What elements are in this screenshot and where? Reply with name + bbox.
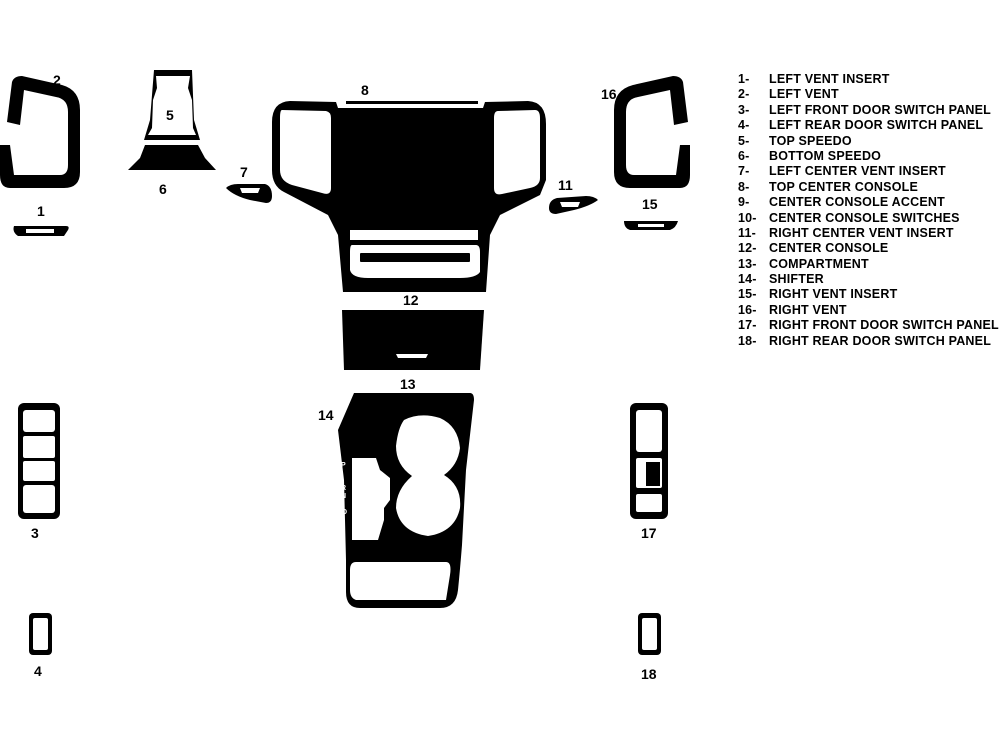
legend-num: 14-: [738, 272, 757, 287]
legend-label: BOTTOM SPEEDO: [769, 148, 882, 163]
legend-item: 5- TOP SPEEDO: [738, 134, 999, 149]
part-11-right-center-vent-insert: [549, 196, 598, 214]
legend-label: LEFT REAR DOOR SWITCH PANEL: [769, 118, 984, 133]
callout-13: 13: [400, 376, 416, 392]
legend-label: LEFT FRONT DOOR SWITCH PANEL: [769, 102, 992, 117]
legend-item: 8- TOP CENTER CONSOLE: [738, 180, 999, 195]
legend-item: 7- LEFT CENTER VENT INSERT: [738, 164, 999, 179]
legend-label: RIGHT VENT INSERT: [769, 287, 898, 302]
part-18-right-rear-door-switch-panel: [638, 613, 661, 655]
callout-6: 6: [159, 181, 167, 197]
legend-label: CENTER CONSOLE: [769, 241, 889, 256]
callout-10: 10: [393, 208, 409, 224]
part-12-center-console: [342, 310, 484, 370]
legend-num: 4-: [738, 118, 750, 133]
legend-item: 16- RIGHT VENT: [738, 303, 999, 318]
callout-17: 17: [641, 525, 657, 541]
callout-9: 9: [351, 127, 359, 143]
callout-4: 4: [34, 663, 42, 679]
callout-3: 3: [31, 525, 39, 541]
legend-num: 9-: [738, 195, 750, 210]
part-5-top-speedo: [144, 70, 200, 140]
legend-item: 12- CENTER CONSOLE: [738, 241, 999, 256]
callout-12: 12: [403, 292, 419, 308]
legend-label: CENTER CONSOLE SWITCHES: [769, 210, 960, 225]
part-7-left-center-vent-insert: [226, 184, 272, 203]
part-3-left-front-door-switch-panel: [18, 403, 60, 519]
legend-num: 5-: [738, 133, 750, 148]
legend-item: 17- RIGHT FRONT DOOR SWITCH PANEL: [738, 318, 999, 333]
shifter-letter-p: P: [341, 462, 346, 469]
legend-label: RIGHT CENTER VENT INSERT: [769, 225, 954, 240]
callout-16: 16: [601, 86, 617, 102]
legend-num: 15-: [738, 287, 757, 302]
legend-label: LEFT CENTER VENT INSERT: [769, 164, 946, 179]
legend-num: 13-: [738, 256, 757, 271]
legend-item: 3- LEFT FRONT DOOR SWITCH PANEL: [738, 103, 999, 118]
legend-label: COMPARTMENT: [769, 256, 869, 271]
legend-num: 2-: [738, 87, 750, 102]
legend-num: 11-: [738, 225, 756, 240]
callout-numbers: 1 2 3 4 5 6 7 8 9 10 11 12 13 14 15 16 1…: [31, 72, 658, 682]
legend-num: 1-: [738, 72, 750, 86]
part-2-left-vent: [0, 76, 80, 188]
legend-num: 10-: [738, 210, 757, 225]
legend-label: RIGHT REAR DOOR SWITCH PANEL: [769, 333, 992, 348]
parts-legend: 1- LEFT VENT INSERT 2- LEFT VENT 3- LEFT FR…: [738, 72, 999, 349]
part-6-bottom-speedo: [128, 145, 216, 170]
callout-15: 15: [642, 196, 658, 212]
shifter-letter-n: N: [341, 493, 346, 500]
callout-7: 7: [240, 164, 248, 180]
callout-5: 5: [166, 107, 174, 123]
legend-label: LEFT VENT INSERT: [769, 72, 890, 86]
legend-item: 10- CENTER CONSOLE SWITCHES: [738, 211, 999, 226]
legend-num: 7-: [738, 164, 750, 179]
callout-11: 11: [558, 177, 573, 193]
legend-item: 11- RIGHT CENTER VENT INSERT: [738, 226, 999, 241]
legend-item: 9- CENTER CONSOLE ACCENT: [738, 195, 999, 210]
part-8-top-center-console: [346, 101, 478, 104]
part-9-center-console-accent: [347, 150, 487, 164]
legend-num: 17-: [738, 318, 757, 333]
legend-num: 18-: [738, 333, 757, 348]
legend-item: 2- LEFT VENT: [738, 87, 999, 102]
part-4-left-rear-door-switch-panel: [29, 613, 52, 655]
shifter-letter-r: R: [341, 485, 346, 492]
legend-label: TOP SPEEDO: [769, 133, 852, 148]
legend-label: RIGHT FRONT DOOR SWITCH PANEL: [769, 318, 999, 333]
legend-num: 6-: [738, 148, 750, 163]
legend-item: 4- LEFT REAR DOOR SWITCH PANEL: [738, 118, 999, 133]
legend-item: 1- LEFT VENT INSERT: [738, 72, 999, 87]
part-17-right-front-door-switch-panel: [630, 403, 668, 519]
callout-1: 1: [37, 203, 45, 219]
legend-num: 16-: [738, 302, 757, 317]
part-1-left-vent-insert: [13, 226, 69, 236]
legend-num: 3-: [738, 102, 750, 117]
callout-2: 2: [53, 72, 61, 88]
legend-item: 18- RIGHT REAR DOOR SWITCH PANEL: [738, 334, 999, 349]
callout-14: 14: [318, 407, 334, 423]
legend-item: 13- COMPARTMENT: [738, 257, 999, 272]
legend-num: 8-: [738, 179, 750, 194]
legend-item: 14- SHIFTER: [738, 272, 999, 287]
legend-label: CENTER CONSOLE ACCENT: [769, 195, 945, 210]
part-16-right-vent: [614, 76, 690, 188]
legend-item: 6- BOTTOM SPEEDO: [738, 149, 999, 164]
legend-label: TOP CENTER CONSOLE: [769, 179, 918, 194]
part-14-shifter: P R N D: [338, 393, 474, 608]
callout-8: 8: [361, 82, 369, 98]
part-center-console-frame: [272, 101, 546, 292]
legend-num: 12-: [738, 241, 757, 256]
part-15-right-vent-insert: [624, 221, 678, 230]
legend-label: SHIFTER: [769, 272, 824, 287]
legend-label: LEFT VENT: [769, 87, 839, 102]
shifter-letter-d: D: [342, 509, 347, 516]
legend-item: 15- RIGHT VENT INSERT: [738, 287, 999, 302]
callout-18: 18: [641, 666, 657, 682]
legend-label: RIGHT VENT: [769, 302, 847, 317]
